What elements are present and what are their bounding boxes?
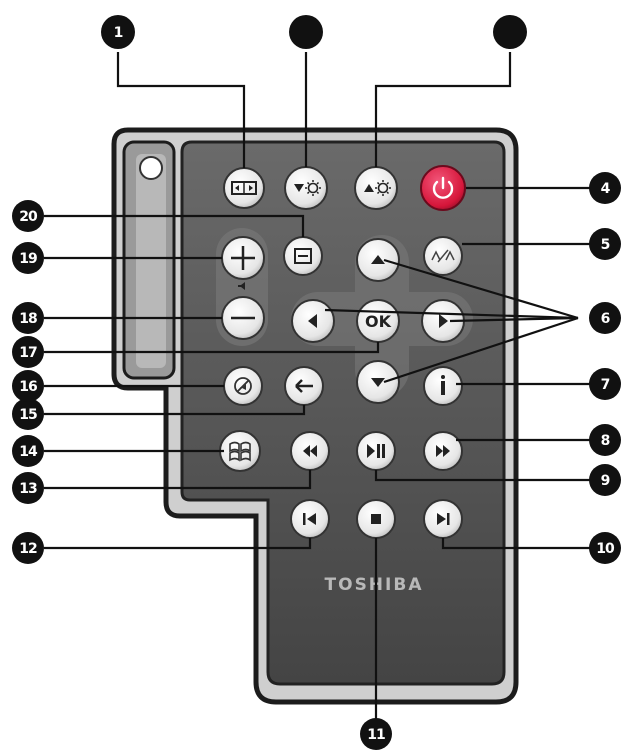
- callout-2: [289, 15, 323, 49]
- callout-5: 5: [589, 228, 621, 260]
- callout-markers: 1 4 5 6 7 8 9: [12, 15, 621, 750]
- rewind-icon: [303, 445, 317, 457]
- callout-17-label: 17: [19, 345, 37, 361]
- callout-16: 16: [12, 370, 44, 402]
- mode-button[interactable]: [423, 236, 463, 276]
- fast-forward-button[interactable]: [423, 431, 463, 471]
- brightness-up-icon: [364, 180, 391, 196]
- skip-previous-icon: [303, 513, 316, 525]
- callout-4-label: 4: [601, 181, 611, 197]
- callout-15-label: 15: [19, 407, 37, 423]
- callout-8: 8: [589, 424, 621, 456]
- brightness-down-icon: [294, 180, 321, 196]
- stop-icon: [371, 514, 381, 524]
- play-pause-button[interactable]: [356, 431, 396, 471]
- ok-button[interactable]: OK: [356, 299, 400, 343]
- callout-8-label: 8: [601, 433, 610, 449]
- mode-toggle-icon: [431, 249, 455, 263]
- play-pause-icon: [367, 444, 385, 458]
- callout-19-label: 19: [19, 251, 37, 267]
- callout-5-label: 5: [601, 237, 610, 253]
- info-icon: [441, 375, 445, 395]
- callout-20-label: 20: [19, 209, 38, 225]
- callout-17: 17: [12, 336, 44, 368]
- mute-button[interactable]: [223, 366, 263, 406]
- callout-15: 15: [12, 398, 44, 430]
- skip-next-icon: [437, 513, 450, 525]
- brand-logo-text: TOSHIBA: [325, 575, 424, 595]
- callout-7-label: 7: [601, 377, 610, 393]
- menu-icon: [294, 248, 312, 264]
- menu-button[interactable]: [283, 236, 323, 276]
- aspect-ratio-icon: [231, 181, 257, 195]
- callout-14-label: 14: [19, 444, 38, 460]
- callout-19: 19: [12, 242, 44, 274]
- callout-14: 14: [12, 435, 44, 467]
- callout-4: 4: [589, 172, 621, 204]
- leader-lines: [44, 52, 590, 720]
- info-button[interactable]: [423, 366, 463, 406]
- plus-icon: [231, 246, 255, 270]
- arrow-up-icon: [371, 255, 385, 264]
- callout-3: [493, 15, 527, 49]
- arrow-left-icon: [308, 314, 317, 328]
- speaker-icon: [238, 282, 245, 290]
- callout-7: 7: [589, 368, 621, 400]
- arrow-right-icon: [439, 314, 448, 328]
- brightness-down-button[interactable]: [284, 166, 328, 210]
- callout-13-label: 13: [19, 481, 37, 497]
- windows-button[interactable]: [219, 430, 261, 472]
- mute-icon: [234, 377, 252, 395]
- callout-18-label: 18: [19, 311, 37, 327]
- power-icon: [432, 176, 454, 199]
- ok-label: OK: [365, 312, 392, 331]
- power-button[interactable]: [420, 165, 466, 211]
- down-button[interactable]: [356, 360, 400, 404]
- volume-down-button[interactable]: [221, 296, 265, 340]
- callout-6: 6: [589, 302, 621, 334]
- previous-button[interactable]: [290, 499, 330, 539]
- callout-1-label: 1: [114, 25, 123, 41]
- left-button[interactable]: [291, 299, 335, 343]
- rewind-button[interactable]: [290, 431, 330, 471]
- windows-logo-icon: [229, 441, 251, 462]
- volume-up-button[interactable]: [221, 236, 265, 280]
- fast-forward-icon: [436, 445, 450, 457]
- next-button[interactable]: [423, 499, 463, 539]
- callout-12-label: 12: [19, 541, 37, 557]
- callout-16-label: 16: [19, 379, 37, 395]
- brightness-up-button[interactable]: [354, 166, 398, 210]
- callout-11: 11: [360, 718, 392, 750]
- callout-12: 12: [12, 532, 44, 564]
- callout-6-label: 6: [601, 311, 610, 327]
- ir-led: [139, 156, 163, 180]
- back-button[interactable]: [284, 366, 324, 406]
- back-arrow-icon: [295, 379, 313, 393]
- callout-20: 20: [12, 200, 44, 232]
- callout-10: 10: [589, 532, 621, 564]
- callout-18: 18: [12, 302, 44, 334]
- stop-button[interactable]: [356, 499, 396, 539]
- callout-9-label: 9: [601, 473, 610, 489]
- aspect-button[interactable]: [223, 167, 265, 209]
- callout-10-label: 10: [596, 541, 615, 557]
- arrow-down-icon: [371, 378, 385, 387]
- callout-1: 1: [101, 15, 135, 49]
- callout-11-label: 11: [367, 727, 385, 743]
- callout-13: 13: [12, 472, 44, 504]
- up-button[interactable]: [356, 238, 400, 282]
- callout-9: 9: [589, 464, 621, 496]
